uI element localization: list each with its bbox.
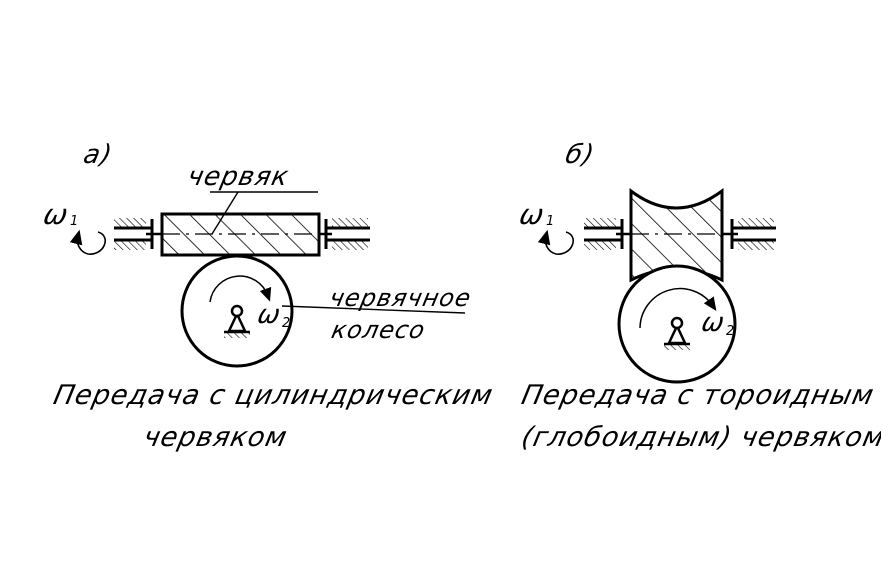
worm-label-leader [211,191,239,235]
left-bearing-b [584,218,624,250]
right-bearing-b [730,218,776,250]
omega1-subscript-a: 1 [70,214,79,229]
wheel-support-a [224,304,250,338]
variant-a [69,191,466,368]
caption-b-line1: Передача с тороидным [518,380,878,411]
caption-b-line2: (глобоидным) червяком [518,422,881,453]
omega1-subscript-b: 1 [546,214,555,229]
wheel-support-b [664,316,690,350]
omega1-rotation-arrow-a [69,229,106,255]
wheel-label-line1: червячное [327,284,475,312]
omega1-rotation-arrow-b [537,229,574,255]
omega2-subscript-a: 2 [282,316,291,331]
wheel-rotation-arrow-a [209,275,272,303]
right-bearing-a [324,218,370,250]
caption-a-line1: Передача с цилиндрическим [50,380,497,411]
caption-a-line2: червяком [140,422,291,453]
omega2-subscript-b: 2 [726,324,735,339]
wheel-label-line2: колесо [329,316,429,344]
worm-label: червяк [184,162,292,192]
variant-b [537,187,776,384]
wheel-label-leader [281,305,466,314]
wheel-rotation-arrow-b [639,287,717,329]
